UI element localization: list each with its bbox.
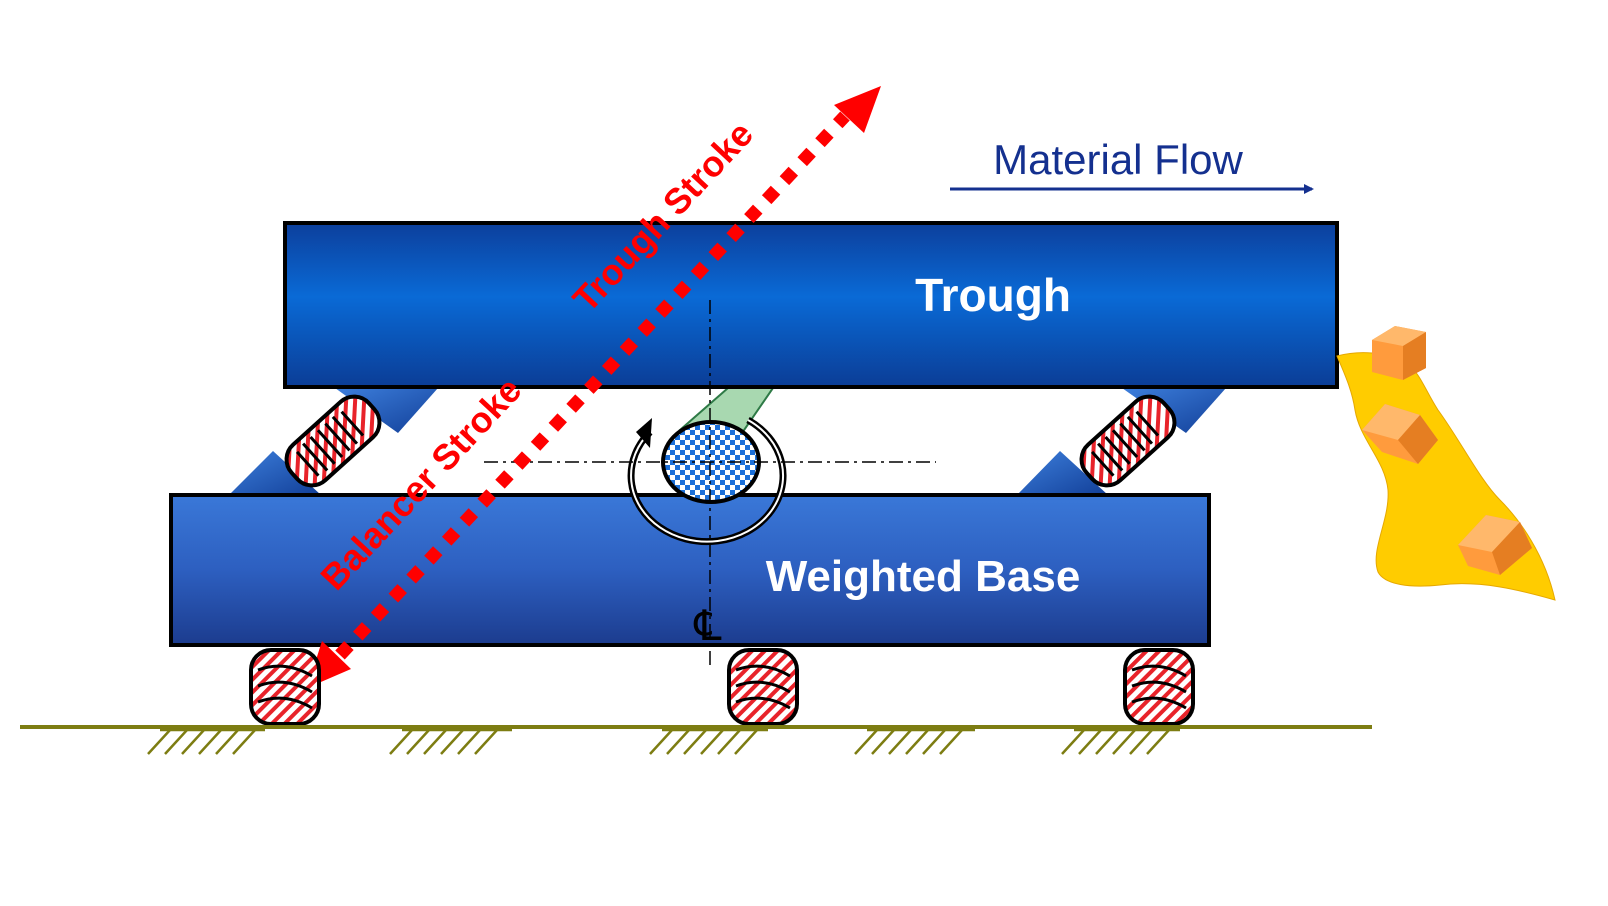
ground-hatch xyxy=(905,729,929,755)
ground-hatch xyxy=(854,729,878,755)
isolation-spring-left xyxy=(249,648,321,726)
weighted-base-body xyxy=(169,493,1211,647)
ground xyxy=(20,725,1372,755)
ground-hatch xyxy=(147,729,171,755)
ground-hatch xyxy=(474,729,498,755)
ground-hatch xyxy=(389,729,413,755)
falling-material xyxy=(1336,326,1556,601)
ground-hatch xyxy=(457,729,481,755)
centerline-symbol: ℄ xyxy=(694,602,722,649)
ground-hatch xyxy=(164,729,188,755)
trough-body xyxy=(283,221,1339,389)
ground-hatch xyxy=(666,729,690,755)
material-flow-label: Material Flow xyxy=(993,136,1243,183)
ground-hatch xyxy=(700,729,724,755)
ground-hatch xyxy=(1095,729,1119,755)
trough-stroke-arrowhead xyxy=(834,86,881,133)
ground-hatch xyxy=(871,729,895,755)
trough-label: Trough xyxy=(915,269,1071,321)
ground-hatch xyxy=(215,729,239,755)
ground-hatch xyxy=(1112,729,1136,755)
ground-hatch xyxy=(423,729,447,755)
ground-hatch xyxy=(683,729,707,755)
ground-hatch xyxy=(1078,729,1102,755)
ground-hatch xyxy=(939,729,963,755)
ground-hatch xyxy=(406,729,430,755)
ground-hatch xyxy=(1061,729,1085,755)
material-chunk xyxy=(1372,326,1426,380)
ground-hatch xyxy=(1129,729,1153,755)
spring-left xyxy=(229,388,438,495)
material-chunk xyxy=(1458,515,1532,575)
isolation-spring-right xyxy=(1123,648,1195,726)
ground-hatch xyxy=(649,729,673,755)
ground-hatch xyxy=(198,729,222,755)
spring-right xyxy=(1017,388,1226,495)
ground-hatch xyxy=(232,729,256,755)
stroke-direction-line xyxy=(335,111,850,660)
ground-hatch xyxy=(717,729,741,755)
ground-hatch xyxy=(181,729,205,755)
weighted-base-label: Weighted Base xyxy=(766,552,1081,601)
isolation-spring-center xyxy=(727,648,799,726)
material-chunk xyxy=(1362,404,1438,464)
ground-hatch xyxy=(922,729,946,755)
ground-hatch xyxy=(888,729,912,755)
ground-hatch xyxy=(734,729,758,755)
ground-hatch xyxy=(440,729,464,755)
eccentric-drive xyxy=(627,416,787,546)
ground-hatch xyxy=(1146,729,1170,755)
